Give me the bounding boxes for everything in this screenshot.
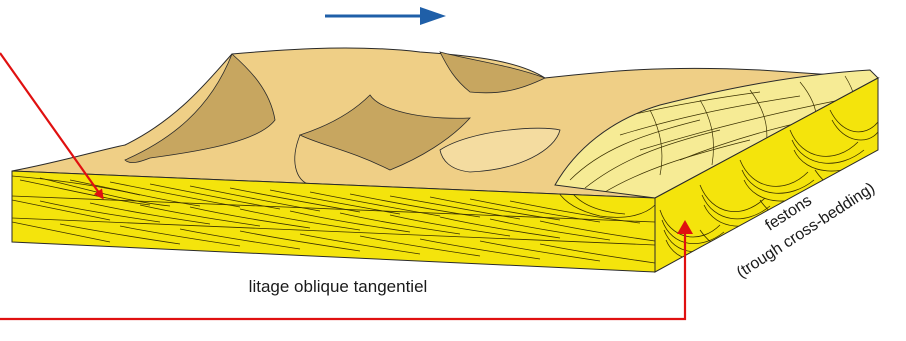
label-planar-cross-bedding: litage oblique tangentiel: [249, 277, 428, 296]
flow-direction-arrow: [325, 7, 446, 25]
